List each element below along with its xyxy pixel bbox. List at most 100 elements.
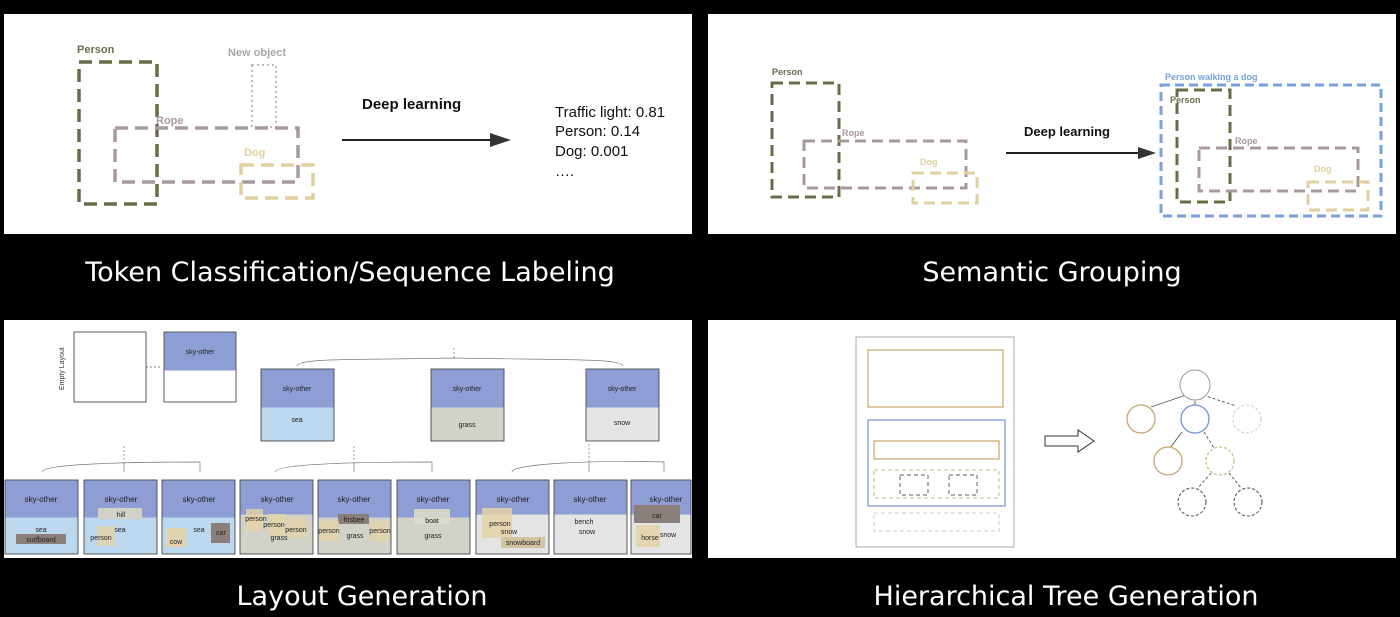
deep-learning-label: Deep learning bbox=[362, 96, 461, 113]
leaf6-grass: grass bbox=[424, 533, 442, 540]
leaf8-sky-label: sky-other bbox=[574, 495, 607, 504]
leaf7-sky-label: sky-other bbox=[497, 495, 530, 504]
hierarchical-tree-diagram bbox=[855, 336, 1263, 548]
level2-bracket bbox=[296, 348, 624, 367]
group-person-box bbox=[1175, 88, 1232, 204]
group-person-label: Person bbox=[1170, 95, 1201, 105]
container-block bbox=[867, 419, 1006, 507]
leaf2-sky-label: sky-other bbox=[105, 495, 138, 504]
tree-node-child-b bbox=[1233, 487, 1263, 517]
new-object-box bbox=[251, 64, 277, 128]
leaf4-sky-label: sky-other bbox=[261, 495, 294, 504]
leaf-layout-9: sky-other car snow horse bbox=[630, 479, 692, 555]
token-classification-caption: Token Classification/Sequence Labeling bbox=[85, 257, 615, 288]
tree-node-header bbox=[1126, 404, 1156, 434]
dog-label: Dog bbox=[920, 157, 938, 167]
group-dog-label: Dog bbox=[1314, 164, 1332, 174]
leaf-layout-5: sky-other frisbee person person grass bbox=[317, 479, 392, 555]
leaf5-person-b: person bbox=[369, 528, 391, 535]
leaf-layout-7: sky-other person snow snowboard bbox=[475, 479, 550, 555]
dog-label: Dog bbox=[244, 147, 265, 159]
leaf4-person-b: person bbox=[263, 522, 285, 529]
output-person: Person: 0.14 bbox=[555, 123, 640, 140]
token-classification-diagram: Person New object Rope Dog Deep learning… bbox=[77, 44, 665, 206]
layout-generation-panel: Empty Layout sky-other sky-other sea sky… bbox=[4, 320, 692, 558]
output-traffic-light: Traffic light: 0.81 bbox=[555, 104, 665, 121]
leaf8-snow: snow bbox=[579, 529, 596, 536]
tree-root-node bbox=[1179, 369, 1211, 401]
dog-box bbox=[911, 171, 979, 205]
leaf-layout-6: sky-other boat grass bbox=[396, 479, 471, 555]
leaf1-surfboard-label: surfboard bbox=[26, 537, 56, 544]
semantic-grouping-caption: Semantic Grouping bbox=[922, 257, 1182, 288]
rope-box bbox=[113, 126, 300, 184]
output-ellipsis: …. bbox=[555, 163, 574, 180]
leaf6-boat: boat bbox=[425, 518, 439, 525]
root-layout: sky-other bbox=[163, 331, 237, 403]
deep-learning-label: Deep learning bbox=[1024, 124, 1110, 139]
leaf9-horse: horse bbox=[641, 535, 659, 542]
tree-node-container bbox=[1180, 404, 1210, 434]
leaf9-car: car bbox=[652, 513, 662, 520]
leaf2-hill-label: hill bbox=[117, 512, 126, 519]
hierarchical-tree-caption: Hierarchical Tree Generation bbox=[873, 581, 1259, 612]
empty-layout-label: Empty Layout bbox=[59, 347, 66, 390]
empty-layout-box bbox=[73, 331, 147, 403]
leaf1-sky-label: sky-other bbox=[25, 495, 58, 504]
group-rope-label: Rope bbox=[1235, 136, 1258, 146]
dog-box bbox=[239, 163, 315, 200]
token-classification-panel: Person New object Rope Dog Deep learning… bbox=[4, 14, 692, 234]
arrow-head-icon bbox=[490, 133, 511, 147]
group-dog-box bbox=[1306, 180, 1370, 212]
leaf5-sky-label: sky-other bbox=[338, 495, 371, 504]
semantic-grouping-panel: Person Rope Dog Deep learning Person wal… bbox=[708, 14, 1396, 234]
leaf7-snow: snow bbox=[501, 529, 518, 536]
leaf-layout-8: sky-other bench snow bbox=[553, 479, 628, 555]
semantic-grouping-diagram: Person Rope Dog Deep learning Person wal… bbox=[770, 67, 1383, 218]
level2-sea-label: sea bbox=[291, 417, 302, 424]
leaf5-frisbee: frisbee bbox=[343, 517, 364, 524]
leaf4-person-a: person bbox=[245, 516, 267, 523]
level2-snow-sky-label: sky-other bbox=[608, 386, 637, 393]
hollow-arrow-icon bbox=[1044, 429, 1095, 453]
group-label: Person walking a dog bbox=[1165, 72, 1258, 82]
arrow-head-icon bbox=[1138, 147, 1156, 159]
tree-edges bbox=[1150, 394, 1242, 489]
level2-grass-label: grass bbox=[458, 422, 476, 429]
inner-block bbox=[873, 440, 1000, 460]
leaf6-sky-label: sky-other bbox=[417, 495, 450, 504]
tree-node-inner bbox=[1153, 446, 1183, 476]
tree-node-child-a bbox=[1177, 487, 1207, 517]
rope-box bbox=[802, 139, 968, 190]
leaf1-sea-label: sea bbox=[35, 527, 46, 534]
leaf5-grass: grass bbox=[346, 533, 364, 540]
leaf-brackets bbox=[41, 444, 665, 473]
person-box bbox=[77, 60, 159, 206]
header-block bbox=[867, 349, 1004, 408]
leaf7-person: person bbox=[489, 521, 511, 528]
leaf7-snowboard: snowboard bbox=[506, 540, 540, 547]
tree-node-footer bbox=[1232, 404, 1262, 434]
leaf3-cow-label: cow bbox=[170, 539, 183, 546]
root-sky-label: sky-other bbox=[186, 349, 215, 356]
group-box bbox=[1159, 83, 1383, 218]
leaf4-grass: grass bbox=[270, 535, 288, 542]
leaf2-person-label: person bbox=[90, 535, 112, 542]
footer-block bbox=[873, 512, 1000, 532]
person-label: Person bbox=[77, 44, 115, 56]
leaf4-person-c: person bbox=[285, 527, 307, 534]
layout-generation-caption: Layout Generation bbox=[236, 581, 488, 612]
leaf9-snow: snow bbox=[660, 532, 677, 539]
tree-node-group bbox=[1205, 446, 1235, 476]
level2-sea-sky-label: sky-other bbox=[283, 386, 312, 393]
level2-layout-sea: sky-other sea bbox=[260, 368, 335, 442]
level2-grass-sky-label: sky-other bbox=[453, 386, 482, 393]
leaf-layout-3: sky-other sea car cow bbox=[161, 479, 236, 555]
hierarchical-tree-panel bbox=[708, 320, 1396, 558]
level2-layout-grass: sky-other grass bbox=[430, 368, 505, 442]
new-object-label: New object bbox=[228, 47, 286, 59]
person-label: Person bbox=[772, 67, 803, 77]
leaf3-sea-label: sea bbox=[193, 527, 204, 534]
leaf2-sea-label: sea bbox=[114, 527, 125, 534]
level2-snow-label: snow bbox=[614, 420, 631, 427]
